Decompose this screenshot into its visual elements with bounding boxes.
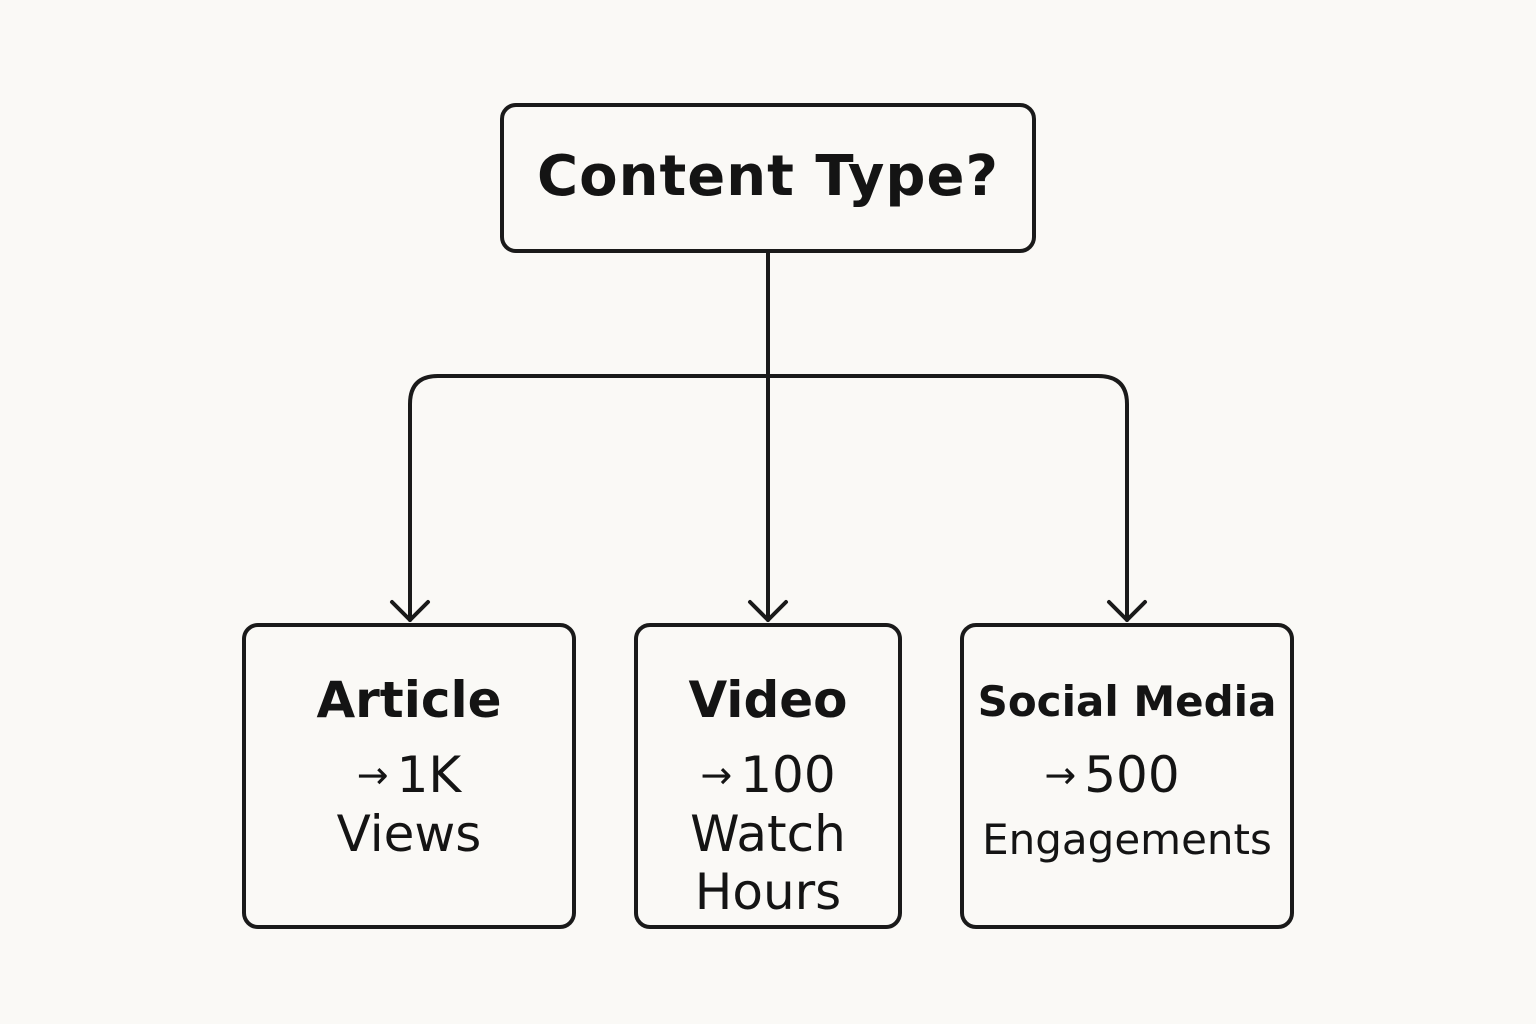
branch-metric: Watch Hours xyxy=(690,805,846,921)
branch-node-article: Article →1K Views xyxy=(242,623,576,929)
arrowhead-article xyxy=(390,600,430,622)
root-decision-node: Content Type? xyxy=(500,103,1036,253)
branch-value: 1K xyxy=(396,746,462,804)
branch-value-line: →1K xyxy=(246,745,572,805)
right-arrow-icon: → xyxy=(356,753,389,797)
right-arrow-icon: → xyxy=(700,753,733,797)
branch-metric: Engagements xyxy=(982,815,1272,864)
connector-to-social xyxy=(1096,374,1129,622)
root-label: Content Type? xyxy=(537,143,999,209)
branch-metric: Views xyxy=(336,805,482,863)
branch-node-social-media: Social Media →500 Engagements xyxy=(960,623,1294,929)
branch-title: Video xyxy=(688,671,848,729)
branch-title: Social Media xyxy=(977,677,1277,726)
arrowhead-social xyxy=(1107,600,1147,622)
branch-value: 500 xyxy=(1084,746,1180,804)
branch-value-line: →500 xyxy=(934,745,1290,805)
arrowhead-video xyxy=(748,600,788,622)
branch-value-line: →100 xyxy=(638,745,898,805)
right-arrow-icon: → xyxy=(1044,753,1077,797)
branch-value: 100 xyxy=(740,746,836,804)
branch-title: Article xyxy=(316,671,502,729)
connector-to-article xyxy=(408,374,440,622)
branch-node-video: Video →100 Watch Hours xyxy=(634,623,902,929)
